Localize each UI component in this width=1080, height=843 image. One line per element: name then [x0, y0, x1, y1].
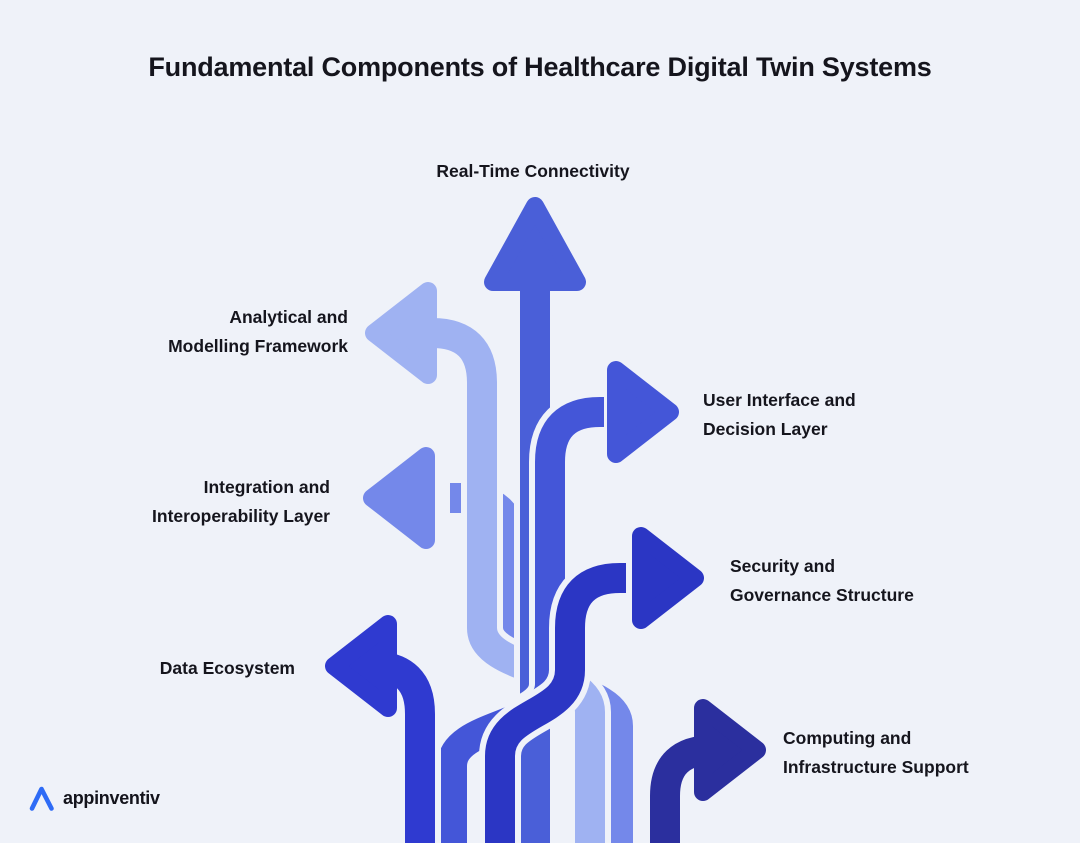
- up-arrowhead-icon: [484, 197, 586, 291]
- logo-triangle-icon: [29, 786, 54, 811]
- data-ecosystem-arrow: [306, 589, 441, 843]
- left-arrowhead-icon: [363, 447, 435, 549]
- label-line: Infrastructure Support: [783, 757, 969, 777]
- right-arrowhead-icon: [607, 361, 679, 463]
- label-data-ecosystem: Data Ecosystem: [160, 654, 295, 683]
- logo-wordmark: appinventiv: [63, 788, 160, 808]
- arrow-shaft: [485, 563, 626, 843]
- computing-infrastructure-arrow: [644, 673, 785, 843]
- label-line: Computing and: [783, 728, 912, 748]
- label-line: Real-Time Connectivity: [436, 161, 630, 181]
- appinventiv-logo: appinventiv: [28, 785, 160, 812]
- label-line: Security and: [730, 556, 836, 576]
- left-arrowhead-icon: [365, 282, 437, 384]
- label-computing-infrastructure-support: Computing and Infrastructure Support: [783, 724, 969, 782]
- label-integration-interoperability-layer: Integration and Interoperability Layer: [152, 473, 330, 531]
- label-line: Integration and: [203, 477, 330, 497]
- label-line: Modelling Framework: [168, 336, 348, 356]
- right-arrowhead-icon: [694, 699, 766, 801]
- right-arrowhead-icon: [632, 527, 704, 629]
- left-arrowhead-icon: [325, 615, 397, 717]
- label-analytical-modelling-framework: Analytical and Modelling Framework: [168, 303, 348, 361]
- label-line: User Interface and: [703, 390, 856, 410]
- label-line: Governance Structure: [730, 585, 914, 605]
- label-security-governance-structure: Security and Governance Structure: [730, 552, 914, 610]
- security-governance-arrow: [479, 501, 723, 843]
- label-line: Data Ecosystem: [159, 658, 295, 678]
- label-user-interface-decision-layer: User Interface and Decision Layer: [703, 386, 856, 444]
- label-line: Decision Layer: [703, 419, 828, 439]
- label-line: Interoperability Layer: [152, 506, 330, 526]
- label-line: Analytical and: [229, 307, 348, 327]
- label-real-time-connectivity: Real-Time Connectivity: [383, 157, 683, 186]
- page-title: Fundamental Components of Healthcare Dig…: [148, 52, 932, 82]
